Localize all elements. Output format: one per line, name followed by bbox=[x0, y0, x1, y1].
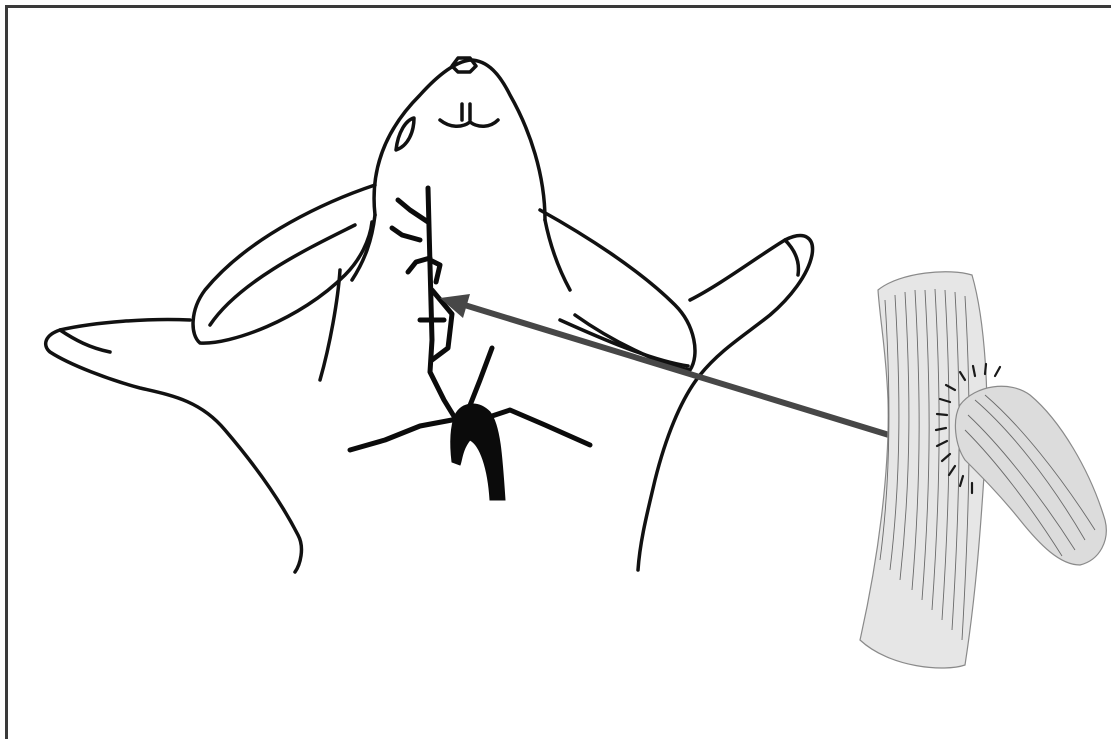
rabbit-teeth bbox=[462, 104, 470, 120]
vascular-tree bbox=[350, 188, 590, 500]
vessel-aortic-arch bbox=[451, 404, 505, 500]
vessel-branch-upper-left bbox=[398, 200, 428, 222]
vessel-branch-mid-left bbox=[408, 258, 430, 272]
rabbit-left-paw bbox=[60, 330, 110, 352]
rabbit-left-foreleg bbox=[46, 319, 302, 572]
rabbit-right-paw bbox=[785, 240, 798, 275]
rabbit-neck-right bbox=[545, 220, 570, 290]
rabbit-head-outline bbox=[374, 60, 545, 220]
vessel-left-subclavian bbox=[350, 420, 452, 450]
vessel-branch-upper-left-2 bbox=[392, 228, 420, 240]
recipient-vessel bbox=[860, 272, 987, 668]
vascular-anastomosis-icon bbox=[860, 272, 1106, 668]
pointer-arrow-icon bbox=[440, 294, 938, 450]
rabbit-left-ear-inner bbox=[210, 225, 355, 325]
